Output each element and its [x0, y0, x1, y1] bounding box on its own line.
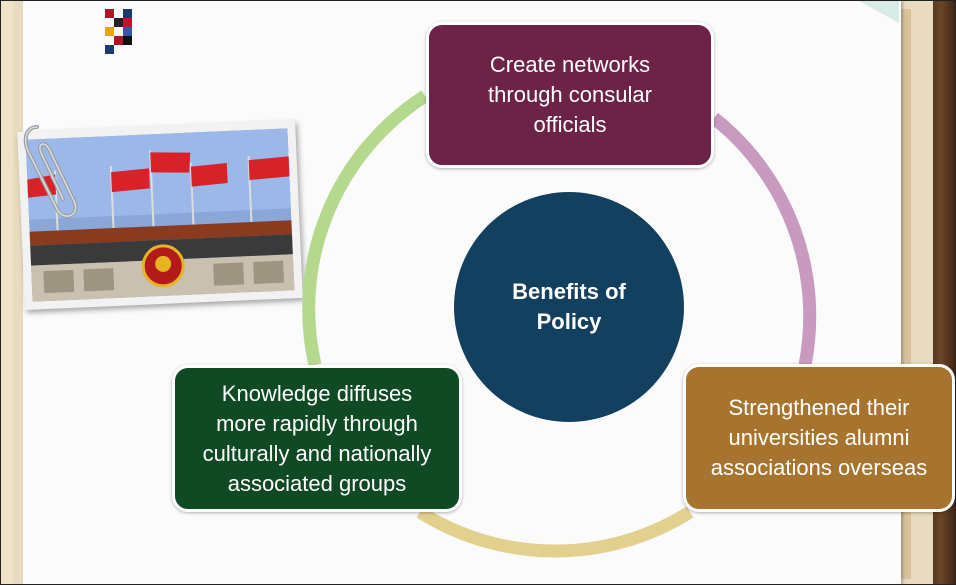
node-alumni-associations: Strengthened their universities alumni a… [683, 364, 955, 512]
center-line-1: Benefits of [512, 279, 626, 304]
node-text-line: associated groups [227, 470, 407, 496]
node-text-line: culturally and nationally [202, 440, 432, 466]
node-knowledge-diffusion: Knowledge diffuses more rapidly through … [172, 365, 462, 512]
node-text-line: universities alumni [728, 425, 910, 450]
paper-corner [859, 1, 899, 23]
node-consular-networks: Create networks through consular officia… [426, 22, 714, 168]
node-text-line: Knowledge diffuses [221, 380, 413, 406]
center-circle: Benefits of Policy [454, 192, 684, 422]
node-text-line: Create networks [489, 52, 651, 77]
paperclip-icon [15, 113, 85, 223]
node-text-line: through consular [488, 82, 652, 107]
center-line-2: Policy [536, 309, 602, 334]
node-text-line: officials [533, 112, 607, 137]
node-text-line: associations overseas [710, 455, 928, 480]
flags-photo-icon [17, 120, 303, 310]
logo-mosaic-icon [105, 9, 141, 55]
node-text-line: more rapidly through [216, 410, 418, 436]
node-text-line: Strengthened their [728, 395, 910, 420]
